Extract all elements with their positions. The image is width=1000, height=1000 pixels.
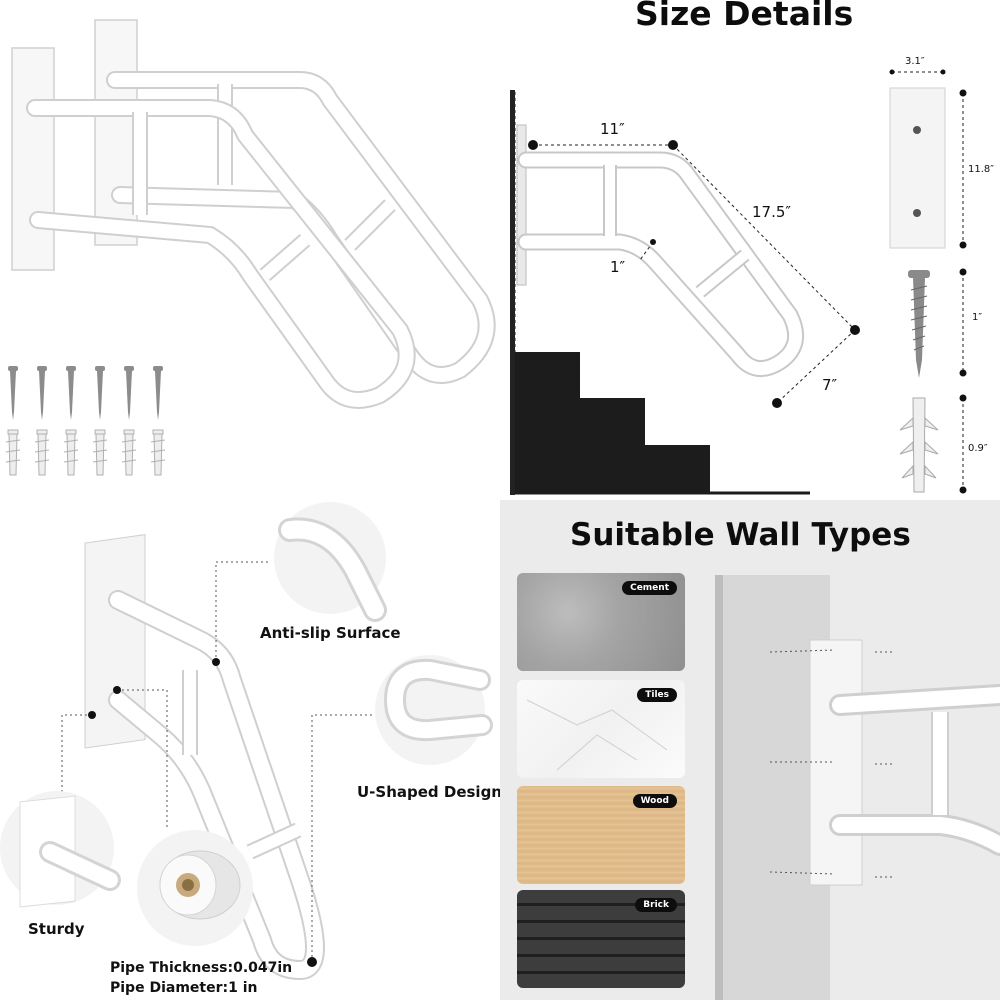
cement-tag: Cement [622,581,677,595]
wood-tag: Wood [632,794,677,808]
feature-plate [84,534,146,749]
feature-sturdy-label: Sturdy [28,920,85,938]
mounting-plate-drawing [889,87,946,249]
swatch-cement: Cement [517,573,685,671]
zoom-anti-slip [274,502,387,622]
swatch-brick: Brick [517,890,685,988]
wall-anchors-set [5,429,166,476]
swatch-tiles: Tiles [517,680,685,778]
wall-types-title: Suitable Wall Types [570,517,911,553]
diagram-plate [516,124,527,286]
screw-drawing [908,270,930,378]
features-panel: Anti-slip Surface U-Shaped Design Sturdy… [0,500,500,1000]
dim-plate-height: 11.8″ [968,164,995,175]
swatch-wood: Wood [517,786,685,884]
dim-anchor-length: 0.9″ [968,443,988,454]
anchor-drawing [899,397,939,493]
feature-anti-slip-label: Anti-slip Surface [260,624,401,642]
dim-end-width: 7″ [822,376,838,394]
dim-top-length: 11″ [600,120,625,138]
size-details-title: Size Details [635,0,854,33]
size-diagram [510,69,967,495]
zoom-u-shaped [375,655,493,765]
pipe-diameter-label: Pipe Diameter:1 in [110,980,258,996]
features-illustration [0,502,493,980]
wall-mount-illustration [715,575,1000,1000]
wall-line [510,90,515,495]
zoom-pipe-end [137,830,253,946]
size-details-panel: Size Details [500,0,1000,500]
screws-set [8,366,163,420]
stairs-silhouette [515,352,710,492]
handrail-pair-illustration [5,19,496,476]
brick-tag: Brick [635,898,677,912]
front-handrail [11,47,416,409]
dim-plate-width: 3.1″ [905,56,925,67]
zoom-sturdy [0,791,121,908]
wall-types-panel: Suitable Wall Types Cement Tiles Wood Br… [500,500,1000,1000]
product-overview-panel [0,0,500,500]
dim-screw-length: 1″ [972,312,983,323]
dim-slope-length: 17.5″ [752,203,792,221]
dim-diameter: 1″ [610,258,626,276]
tiles-tag: Tiles [637,688,677,702]
feature-u-shaped-label: U-Shaped Design [357,783,500,801]
pipe-thickness-label: Pipe Thickness:0.047in [110,960,293,976]
